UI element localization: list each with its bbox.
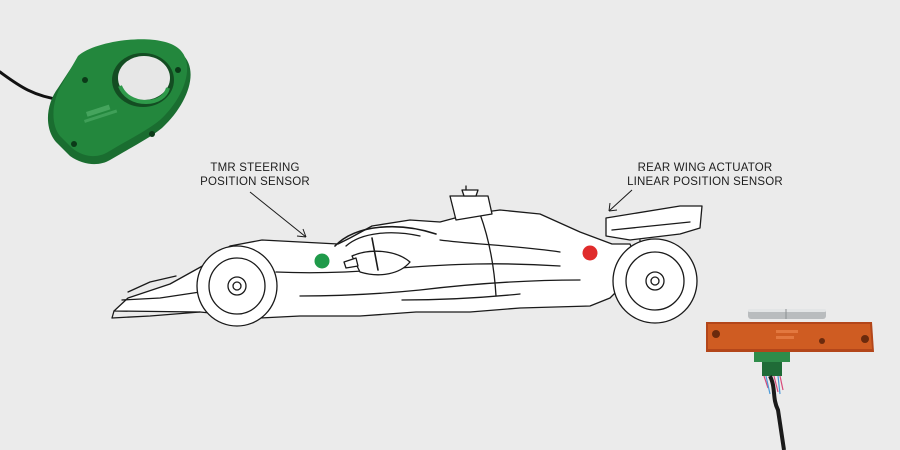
tmr-steering-sensor-image [0, 39, 191, 165]
rear-wing-sensor-label: REAR WING ACTUATOR LINEAR POSITION SENSO… [620, 161, 790, 189]
steering-sensor-label: TMR STEERING POSITION SENSOR [180, 161, 330, 189]
steering-label-line-1: TMR STEERING [210, 162, 300, 174]
rear-wing-callout-pointer [608, 189, 633, 212]
rear-wing-label-line-1: REAR WING ACTUATOR [637, 162, 773, 174]
linear-position-sensor-image [706, 309, 874, 450]
steering-callout-pointer [249, 191, 307, 238]
rear-wing-label-line-2: LINEAR POSITION SENSOR [627, 176, 783, 188]
steering-label-line-2: POSITION SENSOR [200, 176, 310, 188]
steering-sensor-marker [314, 253, 330, 269]
f1-car-outline [111, 185, 703, 327]
rear-wing-sensor-marker [582, 245, 598, 261]
